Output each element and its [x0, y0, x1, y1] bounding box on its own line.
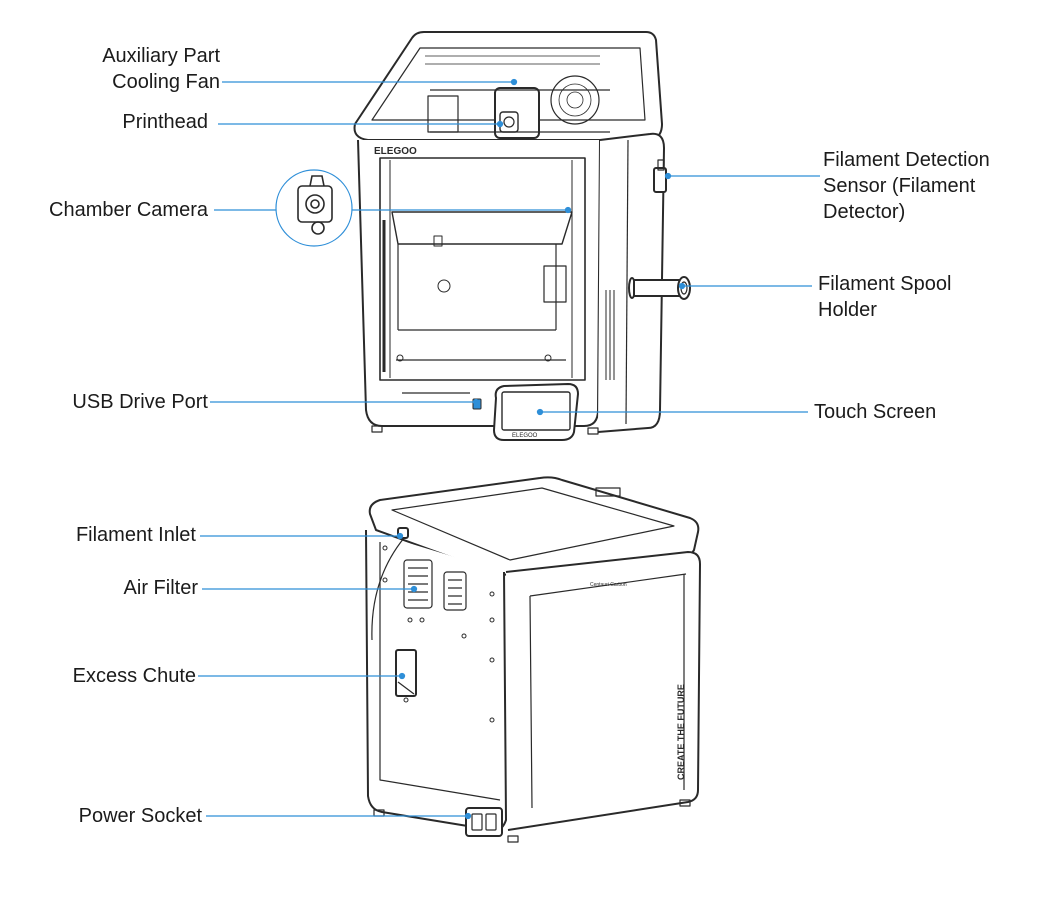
label-spool-holder-line2: Holder	[818, 299, 877, 321]
label-filament-detection-line2: Sensor (Filament	[823, 175, 976, 197]
label-filament-detection-line3: Detector)	[823, 201, 906, 223]
side-slogan: CREATE THE FUTURE	[676, 684, 686, 780]
label-filament-inlet: Filament Inlet	[75, 524, 196, 546]
top-fan-grille	[550, 75, 600, 125]
label-aux-fan-line2: Cooling Fan	[112, 71, 220, 93]
label-spool-holder-line1: Filament Spool	[818, 273, 952, 295]
rear-printer: CREATE THE FUTURE Centauri Carbon	[365, 476, 701, 843]
build-plate	[391, 211, 573, 245]
chamber-camera-callout	[275, 169, 353, 247]
label-air-filter: Air Filter	[123, 577, 198, 599]
excess-chute-opening	[395, 649, 417, 697]
front-printer: ELEGOO	[353, 31, 691, 441]
front-window	[379, 157, 586, 381]
label-touch-screen: Touch Screen	[814, 401, 937, 423]
label-printhead: Printhead	[122, 111, 208, 133]
front-logo: ELEGOO	[374, 146, 417, 157]
air-filter-vents	[403, 559, 467, 611]
filament-sensor	[653, 167, 667, 193]
spool-holder-tube	[633, 279, 685, 297]
label-excess-chute: Excess Chute	[72, 665, 196, 687]
front-lid-inner	[371, 47, 646, 121]
rear-back-panel	[365, 529, 507, 832]
power-socket-plate	[465, 807, 503, 837]
label-power-socket: Power Socket	[78, 805, 202, 827]
label-chamber-camera: Chamber Camera	[49, 199, 208, 221]
front-body	[357, 139, 601, 427]
leader-lines	[198, 78, 820, 820]
label-filament-detection-line1: Filament Detection	[823, 149, 990, 171]
top-emboss: Centauri Carbon	[590, 582, 627, 588]
label-usb-drive-port: USB Drive Port	[72, 391, 208, 413]
screen-logo: ELEGOO	[512, 433, 538, 439]
touch-screen-device	[493, 383, 579, 441]
label-aux-fan-line1: Auxiliary Part	[102, 45, 220, 67]
front-lid	[353, 31, 663, 141]
rear-side-panel	[505, 551, 701, 831]
